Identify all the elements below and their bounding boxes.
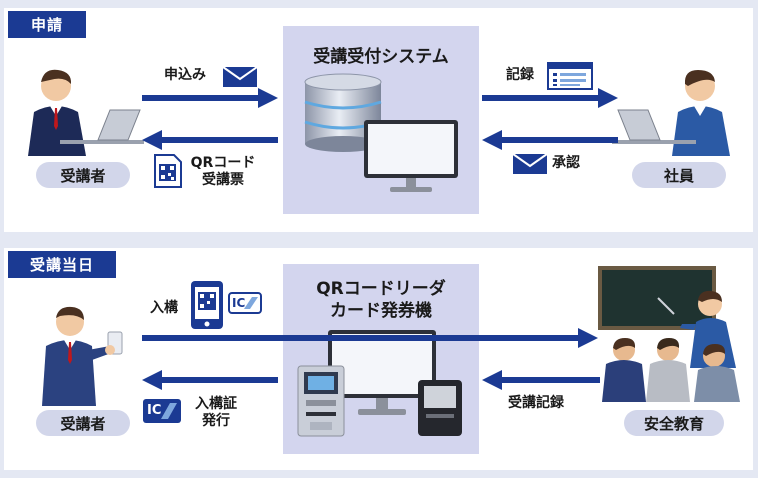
pass-issue-label: 入構証 発行 bbox=[186, 396, 246, 430]
smartphone-qr-icon bbox=[191, 281, 223, 329]
ic-card-text: IC bbox=[232, 296, 246, 310]
reader-title-line1: QRコードリーダ bbox=[316, 279, 446, 299]
arrow-apply bbox=[142, 88, 278, 108]
monitor-icon bbox=[364, 120, 458, 192]
visitor-label: 受講者 bbox=[36, 410, 130, 436]
reader-title-line2: カード発券機 bbox=[330, 301, 432, 321]
arrow-pass-issue bbox=[142, 370, 278, 390]
record-label: 記録 bbox=[506, 67, 534, 83]
attendance-record-label: 受講記録 bbox=[508, 395, 564, 411]
employee-label: 社員 bbox=[632, 162, 726, 188]
visitor-person-icon bbox=[42, 306, 123, 406]
safety-training-icon bbox=[598, 266, 740, 402]
arrow-record bbox=[482, 88, 618, 108]
qr-document-icon bbox=[154, 154, 182, 188]
approve-label: 承認 bbox=[552, 155, 580, 171]
card-reader-icon bbox=[418, 380, 462, 436]
qr-ticket-label-line2: 受講票 bbox=[202, 172, 244, 188]
kiosk-icon bbox=[297, 365, 345, 437]
applicant-person-icon bbox=[28, 69, 144, 156]
envelope-icon bbox=[222, 66, 258, 87]
ic-card-icon bbox=[228, 292, 262, 314]
envelope-icon-approve bbox=[512, 153, 548, 174]
qr-ticket-label: QRコード 受講票 bbox=[186, 155, 260, 189]
arrow-approve bbox=[482, 130, 618, 150]
section-label-course-day: 受講当日 bbox=[8, 251, 116, 278]
reader-monitor-icon bbox=[328, 330, 436, 415]
applicant-label: 受講者 bbox=[36, 162, 130, 188]
entry-label: 入構 bbox=[150, 300, 178, 316]
form-icon bbox=[547, 62, 593, 90]
employee-person-icon bbox=[612, 70, 730, 156]
section-label-application: 申請 bbox=[8, 11, 86, 38]
pass-issue-label-line2: 発行 bbox=[202, 413, 230, 429]
system-title: 受講受付システム bbox=[313, 47, 449, 67]
ic-card-icon-pass bbox=[143, 399, 181, 423]
ic-card-pass-text: IC bbox=[147, 403, 162, 418]
arrow-qr-ticket bbox=[142, 130, 278, 150]
qr-ticket-label-line1: QRコード bbox=[190, 155, 256, 171]
arrow-entry bbox=[142, 328, 598, 348]
apply-label: 申込み bbox=[164, 67, 206, 83]
database-icon bbox=[304, 73, 382, 152]
safety-training-label: 安全教育 bbox=[624, 410, 724, 436]
arrow-attendance-record bbox=[482, 370, 600, 390]
pass-issue-label-line1: 入構証 bbox=[195, 396, 237, 412]
